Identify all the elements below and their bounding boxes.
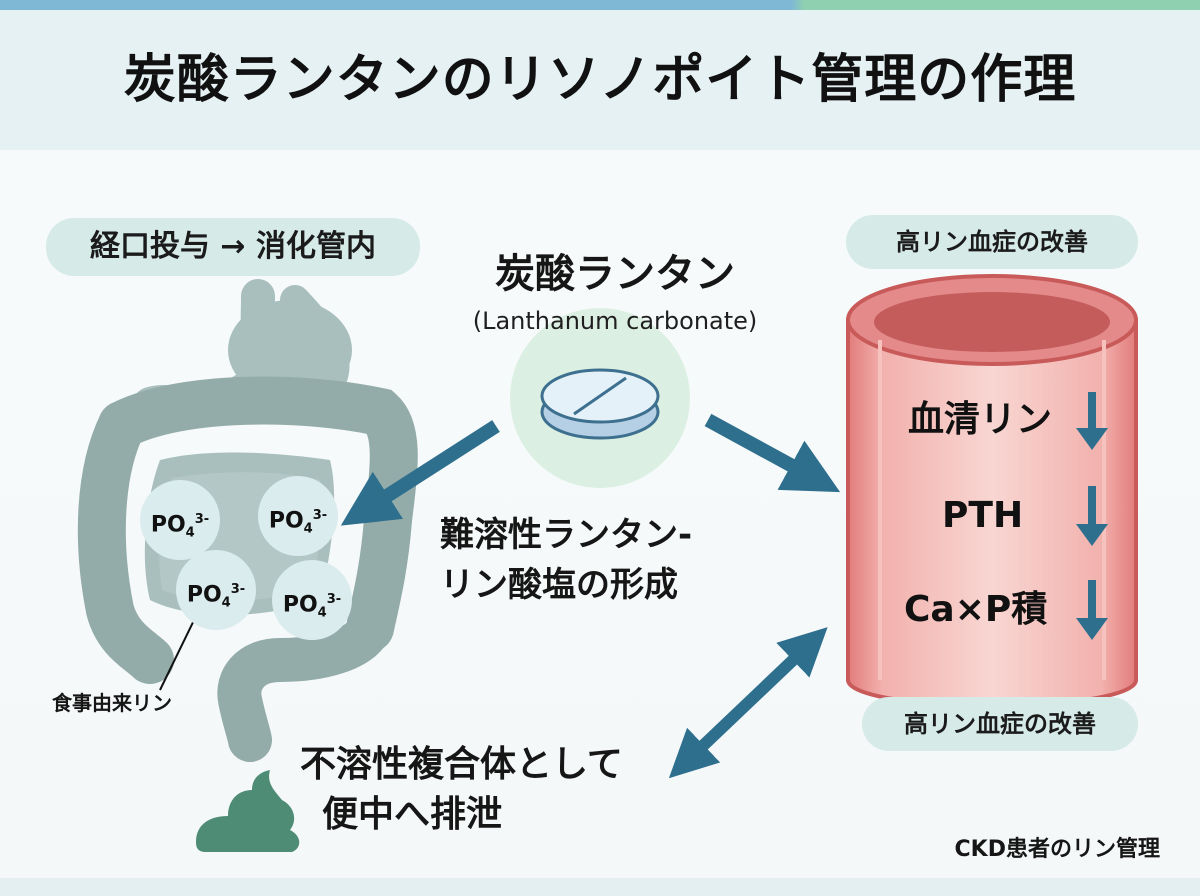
phosphate-subscript: 4 bbox=[221, 595, 231, 611]
excretion-label: 不溶性複合体として 便中へ排泄 bbox=[300, 740, 680, 840]
formation-line-2: リン酸塩の形成 bbox=[440, 565, 678, 605]
drug-english-name: (Lanthanum carbonate) bbox=[472, 307, 758, 335]
blood-vessel-illustration bbox=[846, 274, 1138, 709]
bottom-accent-bar bbox=[0, 878, 1200, 896]
phosphate-particle: PO43- bbox=[140, 480, 220, 560]
stool-icon bbox=[196, 770, 300, 852]
arrow-to-vessel bbox=[704, 413, 841, 493]
down-arrow-serum-phosphorus-icon bbox=[1076, 392, 1108, 450]
phosphate-subscript: 4 bbox=[303, 521, 313, 537]
formation-line-1: 難溶性ランタン- bbox=[440, 515, 693, 555]
arrow-excretion-vessel bbox=[668, 627, 828, 779]
excretion-line-1: 不溶性複合体として bbox=[300, 744, 623, 785]
down-arrow-pth-icon bbox=[1076, 486, 1108, 546]
formation-label: 難溶性ランタン- リン酸塩の形成 bbox=[440, 510, 780, 610]
administration-route-label: 経口投与 → 消化管内 bbox=[46, 218, 420, 276]
phosphate-base: PO bbox=[150, 512, 186, 538]
tablet-illustration bbox=[510, 308, 690, 488]
phosphate-base: PO bbox=[268, 508, 304, 534]
phosphate-base: PO bbox=[186, 582, 222, 608]
phosphate-subscript: 4 bbox=[317, 605, 327, 621]
top-accent-bar bbox=[0, 0, 1200, 10]
down-arrow-caxp-icon bbox=[1076, 580, 1108, 640]
phosphate-charge: 3- bbox=[312, 508, 328, 523]
phosphate-charge: 3- bbox=[194, 512, 210, 527]
phosphate-charge: 3- bbox=[230, 582, 246, 597]
page-title: 炭酸ランタンのリソノポイト管理の作理 bbox=[123, 50, 1077, 110]
phosphate-base: PO bbox=[282, 592, 318, 618]
phosphate-particle: PO43- bbox=[258, 476, 338, 556]
footer-note: CKD患者のリン管理 bbox=[954, 837, 1160, 862]
excretion-line-2: 便中へ排泄 bbox=[322, 794, 503, 835]
arrow-to-intestine bbox=[340, 420, 500, 526]
dietary-phosphorus-label: 食事由来リン bbox=[52, 691, 172, 715]
phosphate-subscript: 4 bbox=[185, 525, 195, 541]
phosphate-particle: PO43- bbox=[272, 560, 352, 640]
serum-phosphorus-label: 血清リン bbox=[908, 399, 1053, 440]
phosphate-charge: 3- bbox=[326, 592, 342, 607]
outcome-label-bottom: 高リン血症の改善 bbox=[862, 697, 1138, 751]
dietary-pointer-line bbox=[159, 611, 199, 691]
caxp-label: Ca×P積 bbox=[904, 589, 1048, 630]
outcome-label-top: 高リン血症の改善 bbox=[846, 215, 1138, 269]
phosphate-particle: PO43- bbox=[176, 550, 256, 630]
drug-name: 炭酸ランタン bbox=[495, 251, 735, 297]
header-band bbox=[0, 10, 1200, 150]
pth-label: PTH bbox=[942, 495, 1024, 536]
